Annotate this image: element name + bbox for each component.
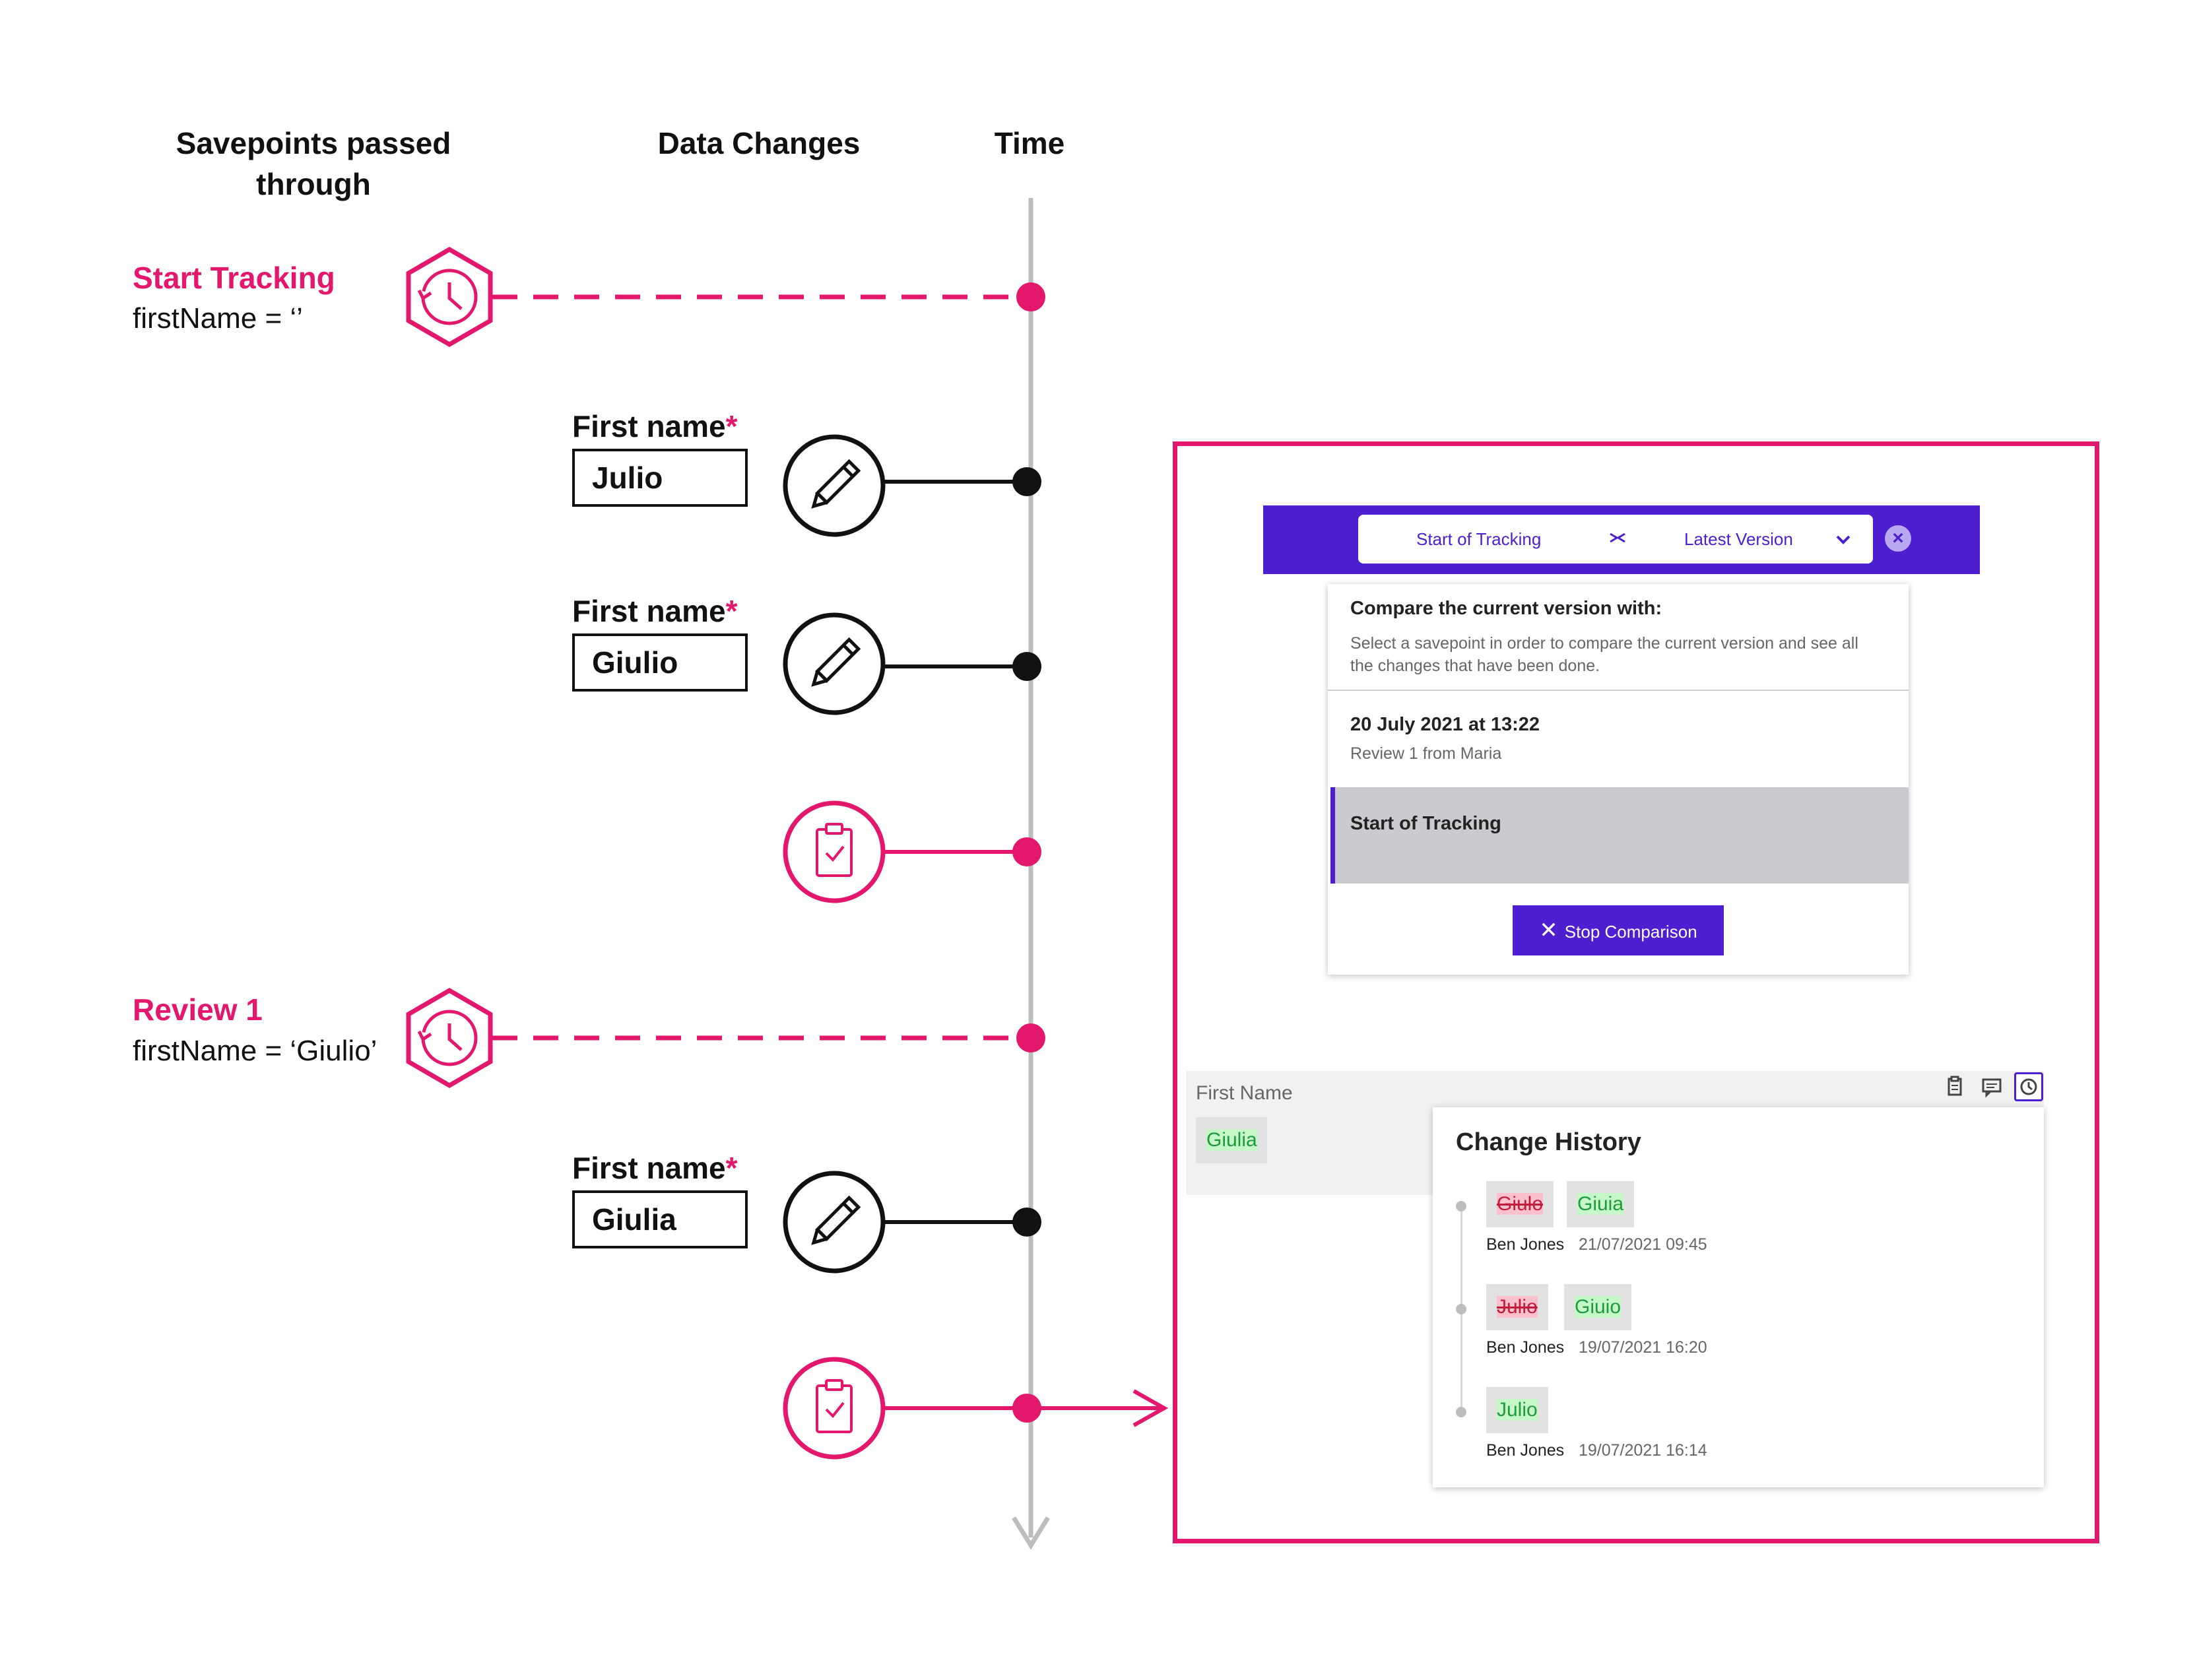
- history-new-value: Julio: [1486, 1387, 1548, 1433]
- clipboard-review-icon-2: [783, 1357, 886, 1460]
- history-timeline-dot: [1456, 1407, 1466, 1417]
- history-user: Ben Jones: [1486, 1235, 1565, 1254]
- first-name-field-label: First Name: [1196, 1082, 1293, 1104]
- comment-icon[interactable]: [1977, 1072, 2006, 1101]
- close-icon: ✕: [1539, 918, 1558, 943]
- required-marker: *: [725, 1151, 738, 1185]
- savepoint-option-subtitle: Review 1 from Maria: [1350, 744, 1502, 763]
- ui-mockup-frame: [1173, 441, 2099, 1543]
- savepoint-history-icon-1: [406, 246, 493, 348]
- clipboard-review-icon-1: [783, 800, 886, 903]
- field-label-1: First name*: [572, 409, 738, 443]
- pencil-icon-1: [783, 434, 886, 537]
- required-marker: *: [725, 594, 738, 628]
- history-user: Ben Jones: [1486, 1338, 1565, 1357]
- time-axis-arrowhead: [1012, 1516, 1050, 1550]
- review-arrowhead: [1132, 1389, 1169, 1427]
- chevron-down-icon[interactable]: [1833, 529, 1853, 549]
- field-value-2: Giulio: [572, 633, 748, 692]
- history-timestamp: 19/07/2021 16:14: [1579, 1441, 1707, 1460]
- history-user: Ben Jones: [1486, 1441, 1565, 1460]
- pencil-icon-2: [783, 612, 886, 715]
- stop-comparison-button[interactable]: ✕ Stop Comparison: [1513, 905, 1724, 955]
- savepoint-value-2: firstName = ‘Giulio’: [133, 1035, 377, 1067]
- compare-panel-divider: [1328, 690, 1909, 691]
- history-timestamp: 21/07/2021 09:45: [1579, 1235, 1707, 1254]
- history-old-value: Giulo: [1486, 1181, 1554, 1227]
- savepoint-dot-2: [1016, 1023, 1045, 1052]
- history-timeline-dot: [1456, 1201, 1466, 1212]
- savepoint-dot-1: [1016, 282, 1045, 311]
- savepoint-history-icon-2: [406, 987, 493, 1089]
- history-new-value: Giuia: [1567, 1181, 1635, 1227]
- savepoint-option-title[interactable]: 20 July 2021 at 13:22: [1350, 714, 1540, 735]
- column-heading-savepoints: Savepoints passed through: [176, 126, 451, 201]
- required-marker: *: [725, 409, 738, 443]
- column-heading-data-changes: Data Changes: [657, 126, 861, 160]
- history-new-value: Giuio: [1564, 1284, 1632, 1330]
- field-value-text: Giulia: [1206, 1129, 1257, 1151]
- history-icon[interactable]: [2014, 1072, 2043, 1101]
- field-label-3: First name*: [572, 1151, 738, 1185]
- history-timeline-dot: [1456, 1304, 1466, 1314]
- clipboard-icon[interactable]: [1940, 1072, 1969, 1101]
- change-dot-2: [1012, 652, 1041, 681]
- column-heading-time: Time: [994, 126, 1065, 160]
- review-dot-1: [1012, 837, 1041, 866]
- history-timestamp: 19/07/2021 16:20: [1579, 1338, 1707, 1357]
- pencil-icon-3: [783, 1171, 886, 1274]
- savepoint-title-1: Start Tracking: [133, 261, 335, 295]
- compare-arrows-icon: [1608, 528, 1627, 548]
- change-dot-3: [1012, 1208, 1041, 1237]
- first-name-field-value[interactable]: Giulia: [1196, 1117, 1267, 1163]
- savepoint-title-2: Review 1: [133, 992, 263, 1027]
- field-label-2: First name*: [572, 594, 738, 628]
- stop-comparison-label: Stop Comparison: [1564, 922, 1697, 942]
- field-value-1: Julio: [572, 449, 748, 507]
- change-dot-1: [1012, 467, 1041, 496]
- savepoint-value-1: firstName = ‘’: [133, 302, 303, 335]
- savepoint-option-selected[interactable]: [1330, 787, 1909, 884]
- field-value-3: Giulia: [572, 1190, 748, 1248]
- savepoint-option-selected-title: Start of Tracking: [1350, 813, 1501, 834]
- close-icon[interactable]: ×: [1885, 525, 1911, 552]
- review-dot-2: [1012, 1394, 1041, 1423]
- compare-from-label[interactable]: Start of Tracking: [1416, 529, 1542, 549]
- compare-panel-title: Compare the current version with:: [1350, 598, 1662, 619]
- change-history-title: Change History: [1456, 1128, 1641, 1156]
- history-old-value: Julio: [1486, 1284, 1548, 1330]
- compare-panel-description: Select a savepoint in order to compare t…: [1350, 634, 1858, 675]
- compare-to-label[interactable]: Latest Version: [1684, 529, 1793, 549]
